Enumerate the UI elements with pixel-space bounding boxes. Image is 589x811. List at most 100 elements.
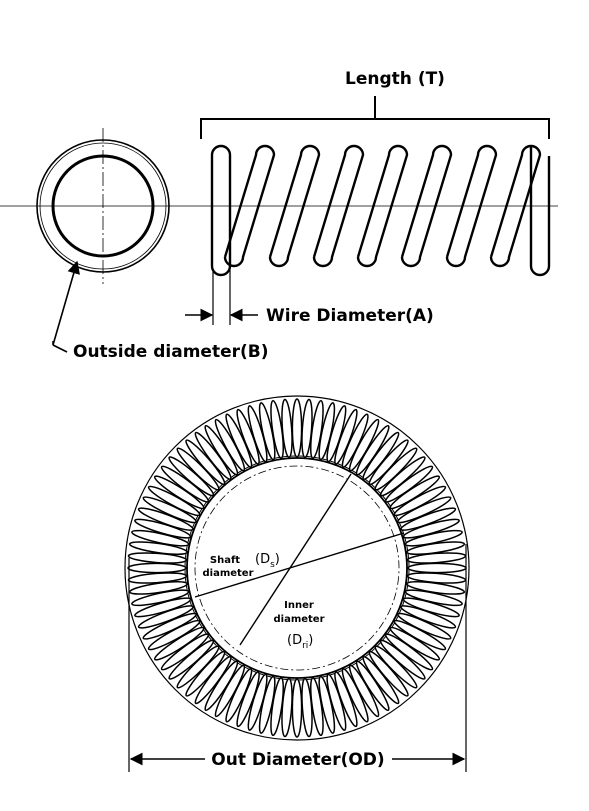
coil-turn xyxy=(268,144,321,268)
toroid-coil-loop xyxy=(400,605,457,629)
toroid-coil-loop xyxy=(153,626,205,661)
inner-diameter-line xyxy=(239,473,352,646)
toroid-coil-loop xyxy=(128,541,188,555)
shaft-diameter-line xyxy=(194,532,405,598)
toroid-coil-loop xyxy=(204,424,239,476)
toroid-coil-loop xyxy=(194,431,232,481)
toroid-coil-loop xyxy=(310,677,324,737)
toroid-coil-loop xyxy=(326,405,347,463)
toroid-coil-loop xyxy=(137,605,194,629)
coil-turn xyxy=(445,144,498,268)
toroid-coil-loop xyxy=(281,677,293,738)
toroid-coil-loop xyxy=(204,660,239,712)
coil-turn xyxy=(210,144,232,266)
toroid-coil-loop xyxy=(389,626,441,661)
toroid-coil-loop xyxy=(301,398,313,459)
toroid-coil-loop xyxy=(281,398,293,459)
inner-label-line2: diameter xyxy=(273,614,324,625)
toroid-coil-loop xyxy=(147,485,201,517)
toroid-coil-loop xyxy=(384,633,434,671)
inner-symbol: (Dri) xyxy=(287,633,313,651)
coil-end xyxy=(210,265,232,277)
toroid-coil-loop xyxy=(348,418,380,472)
spring-coils xyxy=(210,144,551,277)
toroid-coil-loop xyxy=(160,465,210,503)
toroid-coil-loop xyxy=(406,581,466,595)
out-diameter-dimension xyxy=(128,544,467,772)
toroid-coil-loop xyxy=(379,456,426,497)
toroid-coil-loop xyxy=(318,675,336,734)
toroid-coil-loop xyxy=(258,402,276,461)
toroid-coil-loop xyxy=(270,677,284,737)
toroid-coil-loop xyxy=(185,439,226,486)
coil-turn xyxy=(223,144,276,268)
toroid-coil-loop xyxy=(334,671,358,728)
toroid-coil-loop xyxy=(404,529,463,547)
wire-diameter-label: Wire Diameter(A) xyxy=(266,306,434,326)
toroid-coil-loop xyxy=(334,408,358,465)
toroid-coil-loop xyxy=(407,562,467,574)
toroid-coil-loop xyxy=(402,597,460,618)
toroid-coil-loop xyxy=(301,677,313,738)
toroid-coil-loop xyxy=(176,447,220,491)
toroid-coil-loop xyxy=(362,431,400,481)
toroid-coil-loop xyxy=(368,439,409,486)
toroid-coil-loop xyxy=(400,507,457,531)
toroid-coil-loop xyxy=(389,475,441,510)
coil-turn xyxy=(400,144,453,268)
toroid-coil-loop xyxy=(397,496,452,524)
shaft-label-line1: Shaft xyxy=(210,555,240,566)
toroid-coil-loop xyxy=(247,673,268,731)
toroid-coil-loop xyxy=(225,413,253,468)
toroid-coil-loop xyxy=(355,660,390,712)
length-dimension-bracket xyxy=(200,96,550,139)
coil-turn xyxy=(312,144,365,268)
toroid-coil-loop xyxy=(236,408,260,465)
outside-diameter-leader xyxy=(52,260,80,353)
toroid-coil-loop xyxy=(214,664,246,718)
toroid-coil-loop xyxy=(153,475,205,510)
toroid-inner-edge xyxy=(186,457,408,679)
coil-turn xyxy=(356,144,409,268)
outside-diameter-label: Outside diameter(B) xyxy=(73,342,269,362)
toroid-coil-loop xyxy=(341,668,369,723)
toroid-coil-loop xyxy=(128,581,188,595)
coil-end xyxy=(529,146,551,277)
toroid-coil-loop xyxy=(291,398,303,458)
coil-turn xyxy=(489,144,542,268)
toroid-coil-loop xyxy=(406,541,466,555)
length-label: Length (T) xyxy=(345,69,445,89)
toroid-coil-loop xyxy=(393,619,447,651)
toroid-coil-loop xyxy=(236,671,260,728)
toroidal-spring xyxy=(124,395,470,741)
toroid-coil-loop xyxy=(142,612,197,640)
toroid-coil-loop xyxy=(362,655,400,705)
toroid-coil-loop xyxy=(160,633,210,671)
toroid-coil-loop xyxy=(374,447,418,491)
inner-dashed-circle xyxy=(194,465,400,671)
toroid-coil-loop xyxy=(168,456,215,497)
toroid-coil-loop xyxy=(310,399,324,459)
toroid-coil-loop xyxy=(137,507,194,531)
toroid-coil-loop xyxy=(374,645,418,689)
toroid-coil-loop xyxy=(185,650,226,697)
toroid-coil-loop xyxy=(168,639,215,680)
toroid-coil-loop xyxy=(127,552,188,564)
toroid-coil-loop xyxy=(131,589,190,607)
wire-diameter-dimension xyxy=(185,270,258,325)
toroid-coil-loop xyxy=(127,562,187,574)
toroid-coil-loop xyxy=(355,424,390,476)
toroid-coil-loop xyxy=(379,639,426,680)
toroid-coil-loop xyxy=(384,465,434,503)
toroid-coil-loop xyxy=(291,678,303,738)
toroid-coil-loop xyxy=(270,399,284,459)
shaft-symbol: (Ds) xyxy=(255,552,280,570)
toroid-coil-loop xyxy=(176,645,220,689)
toroid-coil-loop xyxy=(194,655,232,705)
out-diameter-label: Out Diameter(OD) xyxy=(211,750,384,770)
toroid-coil-loop xyxy=(368,650,409,697)
toroid-coil-loop xyxy=(134,518,192,539)
inner-label-line1: Inner xyxy=(284,600,314,611)
